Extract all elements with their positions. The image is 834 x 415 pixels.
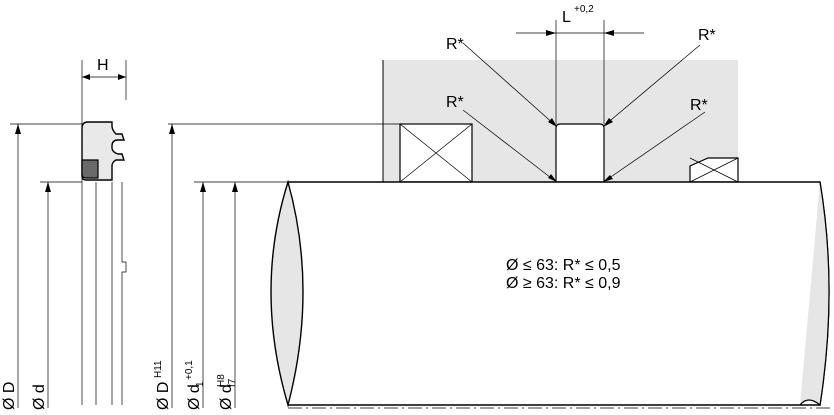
dim-d xyxy=(45,182,51,408)
leader-R1 xyxy=(462,42,557,127)
svg-text:Ø d: Ø d xyxy=(186,384,203,410)
leader-R4 xyxy=(603,111,706,182)
guide-ring-left xyxy=(399,123,473,183)
dim-d1 xyxy=(200,182,206,408)
rod-right-end xyxy=(799,181,830,407)
label-df: Ø d f7 H8 xyxy=(216,374,238,410)
label-R2: R* xyxy=(698,27,716,44)
label-L-tol: +0,2 xyxy=(574,4,594,15)
note-line-2: Ø ≥ 63: R* ≤ 0,9 xyxy=(506,275,621,292)
leader-R3 xyxy=(462,109,557,182)
svg-text:Ø D: Ø D xyxy=(1,382,18,410)
label-d: Ø d xyxy=(31,384,48,410)
svg-text:+0,1: +0,1 xyxy=(184,360,195,380)
label-R4: R* xyxy=(690,97,708,114)
guide-ring-right xyxy=(689,157,739,183)
label-R3: R* xyxy=(446,94,464,111)
leader-R2 xyxy=(603,44,701,127)
svg-text:1: 1 xyxy=(195,381,206,387)
svg-text:f7: f7 xyxy=(227,378,238,387)
label-d1: Ø d 1 +0,1 xyxy=(184,360,206,410)
dim-L xyxy=(516,20,644,124)
seal-profile xyxy=(81,121,125,181)
svg-text:Ø d: Ø d xyxy=(218,384,235,410)
groove xyxy=(555,123,605,183)
svg-text:Ø d: Ø d xyxy=(31,384,48,410)
note-line-1: Ø ≤ 63: R* ≤ 0,5 xyxy=(506,257,621,274)
svg-text:Ø D: Ø D xyxy=(155,382,172,410)
dim-H xyxy=(82,74,126,80)
label-DH11: Ø D H11 xyxy=(153,360,172,410)
dim-DH11 xyxy=(169,124,175,408)
rod-body xyxy=(288,181,830,406)
dim-df xyxy=(232,182,238,408)
label-L: L xyxy=(562,9,571,26)
svg-text:H8: H8 xyxy=(216,374,227,387)
label-R1: R* xyxy=(446,36,464,53)
label-H: H xyxy=(97,57,109,74)
seal-ext-step xyxy=(121,261,127,405)
dim-D xyxy=(15,124,21,408)
svg-text:H11: H11 xyxy=(153,360,164,378)
label-D: Ø D xyxy=(1,382,18,410)
rod-end-face xyxy=(270,179,304,408)
